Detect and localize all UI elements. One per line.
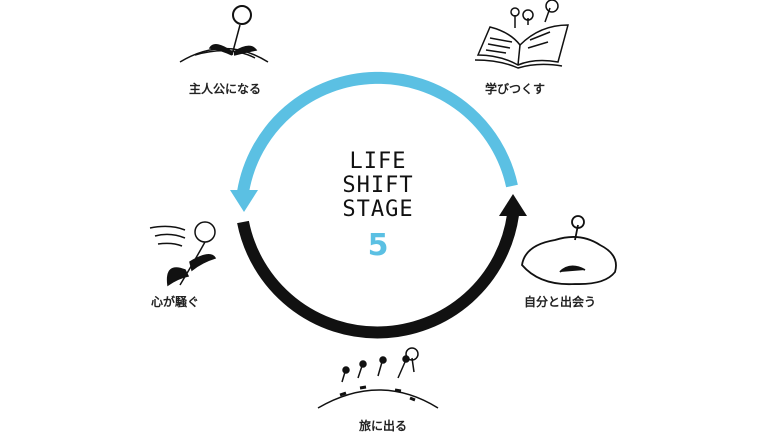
stage-label-journey: 旅に出る (358, 419, 408, 433)
stage-label-protagonist: 主人公になる (188, 82, 262, 96)
black-arc (237, 214, 519, 339)
open-book-icon (474, 0, 569, 69)
title-line-3: STAGE (342, 197, 414, 222)
stage-label-learn: 学びつくす (484, 82, 546, 96)
blue-arrowhead (230, 190, 258, 212)
title-line-2: SHIFT (342, 173, 414, 198)
blue-arc (237, 71, 518, 194)
stage-label-meet-self: 自分と出会う (523, 295, 597, 309)
windblown-dandelion-icon (149, 221, 217, 287)
flying-seeds-icon (317, 347, 439, 409)
stage-number: 5 (367, 228, 389, 263)
center-title: LIFE SHIFT STAGE (318, 150, 438, 222)
title-line-1: LIFE (349, 149, 407, 174)
pond-icon (521, 215, 617, 286)
black-arrowhead (499, 194, 527, 216)
dandelion-flower-icon (179, 5, 269, 63)
stage-label-heart-stirs: 心が騒ぐ (150, 295, 200, 309)
